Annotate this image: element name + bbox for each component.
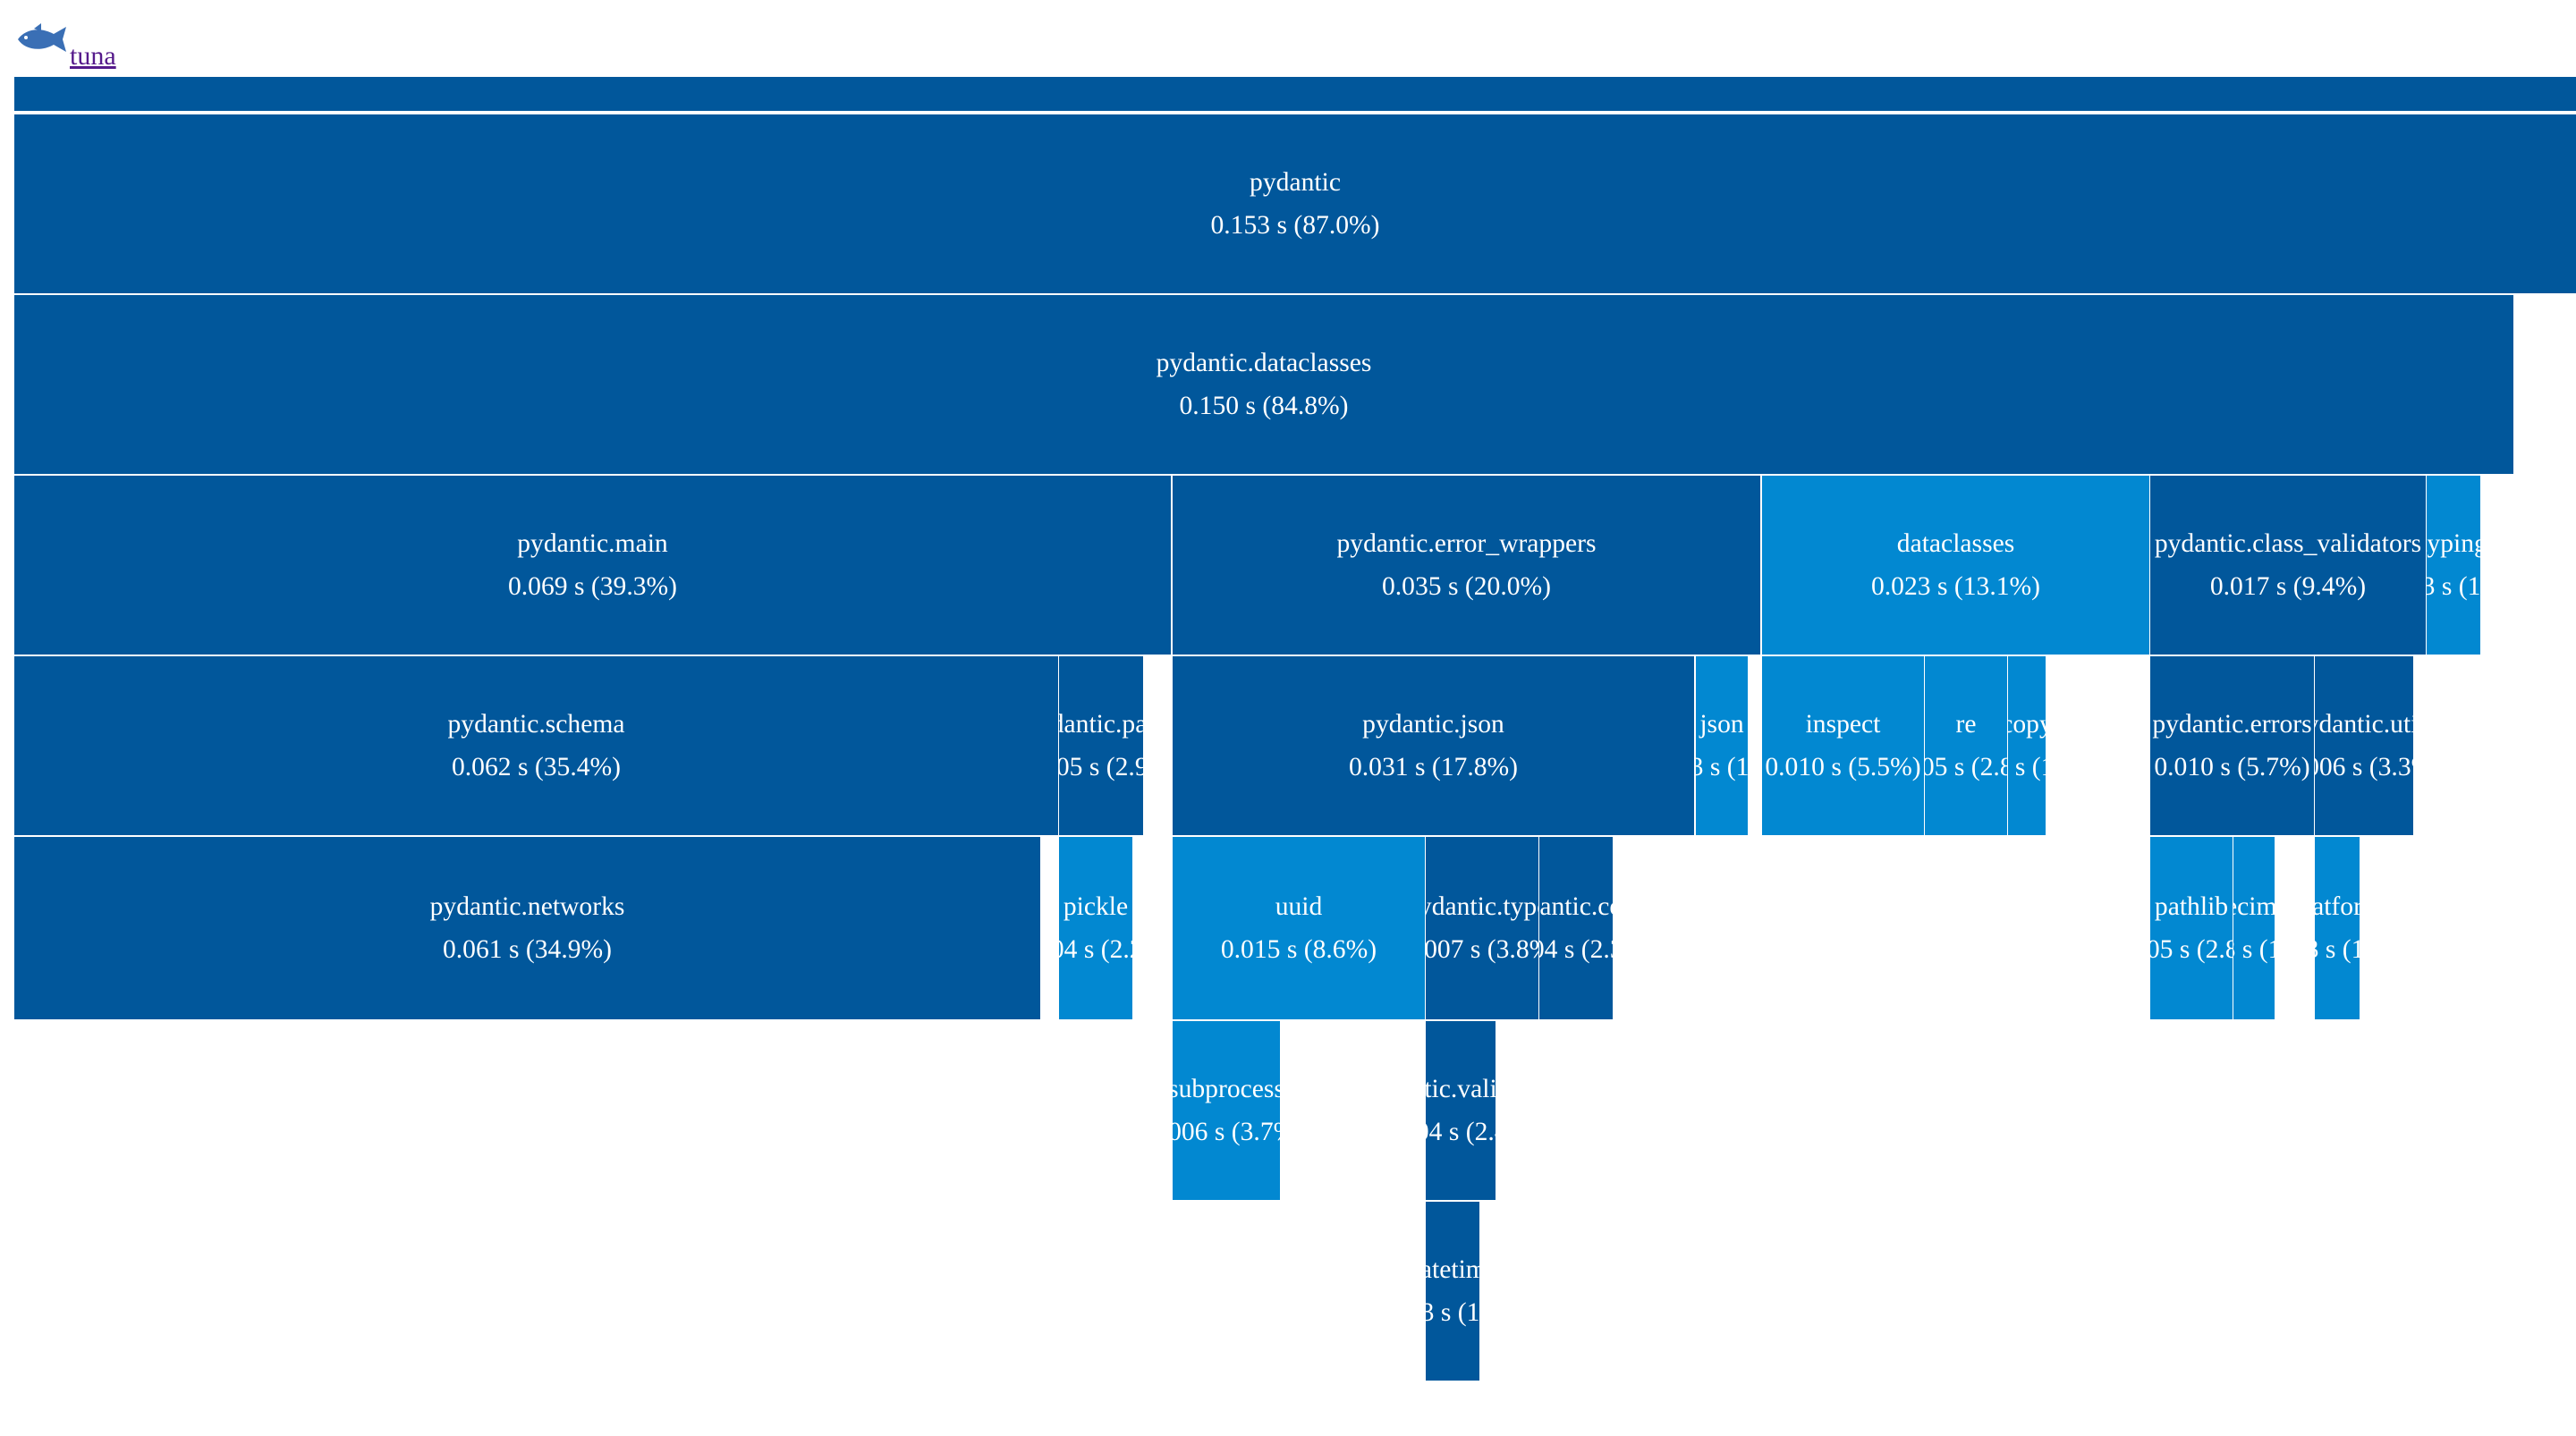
- icicle-node-pydantic-parse[interactable]: pydantic.parse 0.005 s (2.9%): [1059, 656, 1143, 835]
- icicle-node-pydantic-utils[interactable]: pydantic.utils 0.006 s (3.3%): [2315, 656, 2413, 835]
- node-time: 0.062 s (35.4%): [451, 753, 622, 781]
- node-time: 0.006 s (3.3%): [2315, 753, 2413, 781]
- node-time: 0.003 s (1.6%): [1426, 1298, 1479, 1327]
- icicle-node-pydantic-class-validators[interactable]: pydantic.class_validators 0.017 s (9.4%): [2150, 476, 2426, 655]
- icicle-node-pydantic-validators[interactable]: pydantic.validators 0.004 s (2.4%): [1426, 1021, 1496, 1200]
- icicle-node-pydantic[interactable]: pydantic 0.153 s (87.0%): [14, 114, 2576, 293]
- node-label: re: [1955, 710, 1977, 739]
- icicle-node-uuid[interactable]: uuid 0.015 s (8.6%): [1173, 837, 1425, 1019]
- node-time: 0.035 s (20.0%): [1381, 572, 1552, 601]
- node-label: datetime: [1426, 1255, 1479, 1284]
- node-time: 0.005 s (2.9%): [1059, 753, 1143, 781]
- node-label: inspect: [1805, 710, 1881, 739]
- node-time: 0.005 s (2.8%): [1925, 753, 2007, 781]
- node-label: dataclasses: [1896, 529, 2015, 558]
- node-time: 0.031 s (17.8%): [1348, 753, 1519, 781]
- node-label: subprocess: [1173, 1075, 1280, 1103]
- node-time: 0.023 s (13.1%): [1870, 572, 2041, 601]
- icicle-node-platform[interactable]: platform 0.003 s (1.6%): [2315, 837, 2360, 1019]
- icicle-node-pickle[interactable]: pickle 0.004 s (2.2%): [1059, 837, 1132, 1019]
- icicle-node-datetime[interactable]: datetime 0.003 s (1.6%): [1426, 1202, 1479, 1381]
- icicle-node-pydantic-color[interactable]: pydantic.color 0.004 s (2.3%): [1539, 837, 1613, 1019]
- node-time: 0.061 s (34.9%): [442, 935, 613, 964]
- node-time: 0.003 s (1.6%): [2233, 935, 2275, 964]
- node-time: 0.010 s (5.5%): [1765, 753, 1921, 781]
- icicle-node-json[interactable]: json 0.003 s (1.6%): [1696, 656, 1748, 835]
- node-time: 0.002 s (1.2%): [2008, 753, 2046, 781]
- node-time: 0.150 s (84.8%): [1179, 392, 1349, 420]
- node-label: decimal: [2233, 892, 2275, 921]
- icicle-node-typing[interactable]: typing 0.003 s (1.8%): [2427, 476, 2480, 655]
- node-time: 0.007 s (3.8%): [1426, 935, 1538, 964]
- icicle-node-pydantic-types[interactable]: pydantic.types 0.007 s (3.8%): [1426, 837, 1538, 1019]
- node-time: 0.003 s (1.6%): [2315, 935, 2360, 964]
- node-label: pydantic.validators: [1426, 1075, 1496, 1103]
- node-time: 0.004 s (2.3%): [1539, 935, 1613, 964]
- icicle-node-pydantic-schema[interactable]: pydantic.schema 0.062 s (35.4%): [14, 656, 1058, 835]
- node-label: pydantic: [1250, 168, 1341, 197]
- icicle-node-pydantic-errors[interactable]: pydantic.errors 0.010 s (5.7%): [2150, 656, 2314, 835]
- icicle-node-inspect[interactable]: inspect 0.010 s (5.5%): [1762, 656, 1924, 835]
- node-label: pydantic.color: [1539, 892, 1613, 921]
- node-label: pydantic.json: [1362, 710, 1504, 739]
- icicle-node-decimal[interactable]: decimal 0.003 s (1.6%): [2233, 837, 2275, 1019]
- node-time: 0.006 s (3.7%): [1173, 1118, 1280, 1146]
- node-time: 0.004 s (2.2%): [1059, 935, 1132, 964]
- node-time: 0.003 s (1.8%): [2427, 572, 2480, 601]
- node-label: pickle: [1063, 892, 1129, 921]
- node-label: pydantic.parse: [1059, 710, 1143, 739]
- node-label: typing: [2427, 529, 2480, 558]
- node-label: pydantic.error_wrappers: [1336, 529, 1597, 558]
- node-label: pydantic.class_validators: [2154, 529, 2422, 558]
- icicle-node-re[interactable]: re 0.005 s (2.8%): [1925, 656, 2007, 835]
- node-time: 0.003 s (1.6%): [1696, 753, 1748, 781]
- node-time: 0.005 s (2.8%): [2150, 935, 2233, 964]
- node-time: 0.004 s (2.4%): [1426, 1118, 1496, 1146]
- icicle-node-pydantic-main[interactable]: pydantic.main 0.069 s (39.3%): [14, 476, 1171, 655]
- icicle-node-pydantic-error-wrappers[interactable]: pydantic.error_wrappers 0.035 s (20.0%): [1173, 476, 1760, 655]
- icicle-node-dataclasses[interactable]: dataclasses 0.023 s (13.1%): [1762, 476, 2149, 655]
- node-label: pathlib: [2154, 892, 2229, 921]
- icicle-node-pydantic-networks[interactable]: pydantic.networks 0.061 s (34.9%): [14, 837, 1040, 1019]
- icicle-node-pathlib[interactable]: pathlib 0.005 s (2.8%): [2150, 837, 2233, 1019]
- node-label: pydantic.schema: [447, 710, 625, 739]
- icicle-node-copy[interactable]: copy 0.002 s (1.2%): [2008, 656, 2046, 835]
- node-time: 0.069 s (39.3%): [507, 572, 678, 601]
- node-label: pydantic.errors: [2152, 710, 2312, 739]
- node-label: copy: [2008, 710, 2046, 739]
- brand-label[interactable]: tuna: [70, 41, 116, 71]
- node-label: pydantic.dataclasses: [1156, 349, 1372, 377]
- node-time: 0.015 s (8.6%): [1220, 935, 1377, 964]
- node-label: uuid: [1275, 892, 1323, 921]
- icicle-node-pydantic-json[interactable]: pydantic.json 0.031 s (17.8%): [1173, 656, 1694, 835]
- node-label: json: [1699, 710, 1744, 739]
- node-label: pydantic.networks: [429, 892, 625, 921]
- node-label: pydantic.types: [1426, 892, 1538, 921]
- icicle-node-subprocess[interactable]: subprocess 0.006 s (3.7%): [1173, 1021, 1280, 1200]
- node-time: 0.153 s (87.0%): [1210, 211, 1380, 240]
- node-time: 0.010 s (5.7%): [2154, 753, 2310, 781]
- node-label: pydantic.main: [517, 529, 668, 558]
- icicle-node-pydantic-dataclasses[interactable]: pydantic.dataclasses 0.150 s (84.8%): [14, 295, 2513, 474]
- node-label: pydantic.utils: [2315, 710, 2413, 739]
- icicle-node-root[interactable]: [14, 77, 2576, 111]
- tuna-fish-icon: [18, 23, 66, 52]
- node-time: 0.017 s (9.4%): [2209, 572, 2367, 601]
- node-label: platform: [2315, 892, 2360, 921]
